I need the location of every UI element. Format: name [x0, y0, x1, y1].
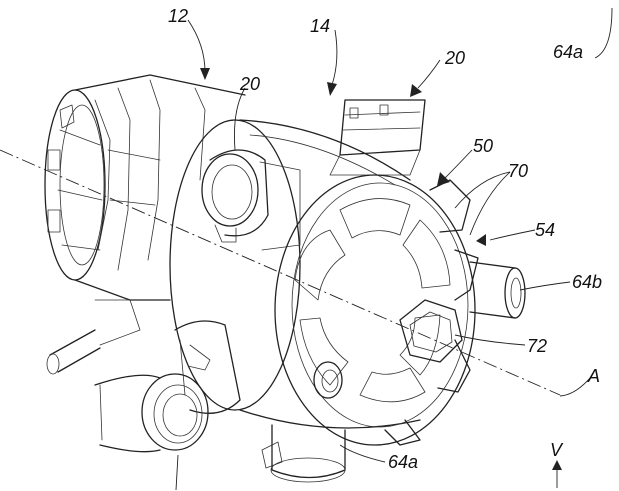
label-50: 50	[473, 136, 493, 156]
clip-part-14	[330, 100, 425, 175]
label-12: 12	[168, 6, 188, 26]
outlet-tube-64b	[470, 262, 525, 318]
label-64b: 64b	[572, 272, 602, 292]
label-72: 72	[527, 336, 547, 356]
label-70: 70	[508, 161, 528, 181]
valve-cover-50	[275, 175, 478, 445]
label-20-left: 20	[239, 74, 260, 94]
label-14: 14	[310, 16, 330, 36]
label-a: A	[587, 366, 600, 386]
label-v: V	[550, 440, 564, 460]
lower-inlet-port	[47, 300, 208, 452]
label-64a-top: 64a	[553, 42, 583, 62]
label-20-top: 20	[444, 48, 465, 68]
axis-line-a	[0, 150, 560, 395]
housing-part-12	[45, 75, 245, 300]
label-54: 54	[535, 220, 555, 240]
label-64a-bottom: 64a	[388, 452, 418, 472]
bottom-outlet-64a	[262, 425, 345, 482]
